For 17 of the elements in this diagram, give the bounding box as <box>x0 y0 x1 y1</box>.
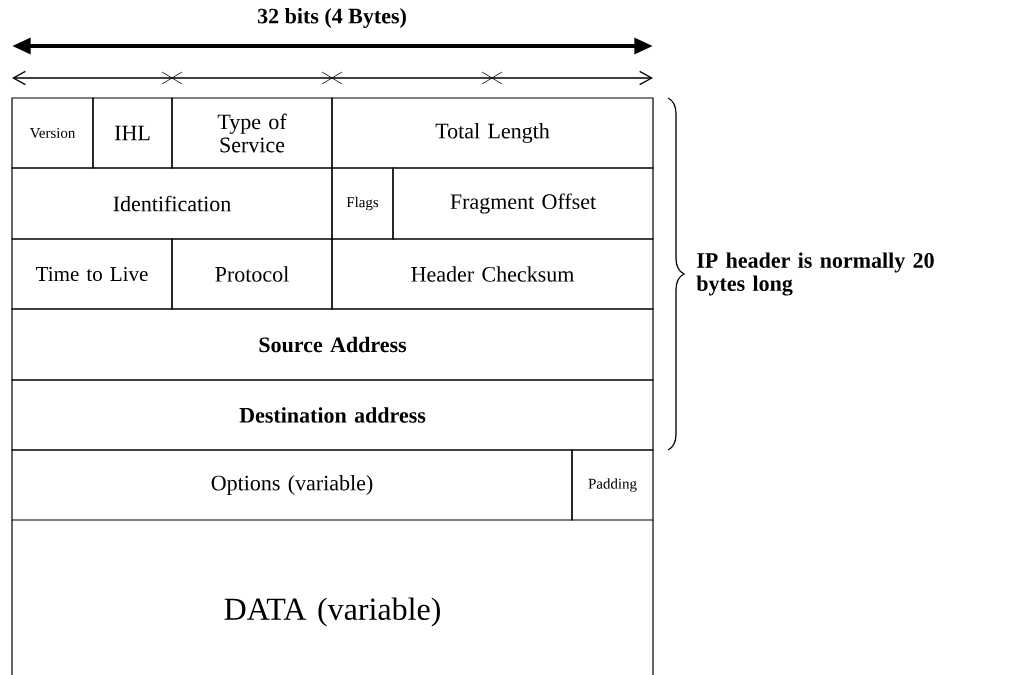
data-area: DATA (variable) <box>11 519 654 675</box>
header-field: IHL <box>92 97 173 169</box>
header-field: Fragment Offset <box>392 167 654 240</box>
header-field: Padding <box>571 449 654 521</box>
header-field: Type of Service <box>171 97 333 169</box>
header-field: Total Length <box>331 97 654 169</box>
header-field: Identification <box>11 167 333 240</box>
header-field: Source Address <box>11 308 654 381</box>
header-field: Protocol <box>171 238 333 310</box>
header-field: Destination address <box>11 379 654 451</box>
header-field: Options (variable) <box>11 449 573 521</box>
header-field: Time to Live <box>11 238 173 310</box>
header-field: Flags <box>331 167 394 240</box>
header-field: Header Checksum <box>331 238 654 310</box>
brace-note: IP header is normally 20 bytes long <box>696 252 934 296</box>
width-label: 32 bits (4 Bytes) <box>258 8 406 28</box>
header-field: Version <box>11 97 94 169</box>
